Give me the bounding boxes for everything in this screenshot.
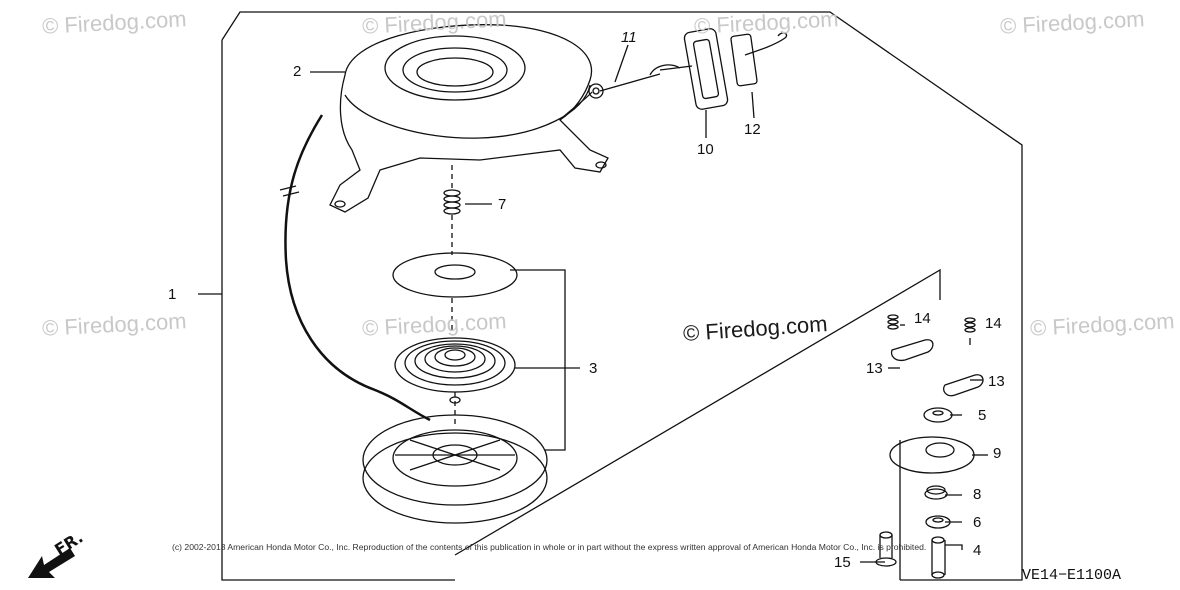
callout-14b: 14 [985,315,1002,332]
callout-13a: 13 [866,360,883,377]
assembly-frame [221,11,1023,581]
callout-2: 2 [293,63,302,80]
ratchet-parts [875,407,975,579]
starter-case-part [329,24,609,213]
copyright-notice: (c) 2002-2013 American Honda Motor Co., … [172,542,927,552]
diagram-code: VE14−E1100A [1022,567,1122,584]
callout-5: 5 [978,407,987,424]
callout-12: 12 [744,121,761,138]
pawl-parts [887,314,984,397]
callout-11: 11 [621,29,637,46]
callout-10: 10 [697,141,714,158]
front-direction-arrow-icon [28,548,75,578]
leader-lines [198,44,988,580]
starter-rope-part [279,73,661,422]
callout-3: 3 [589,360,598,377]
callout-1: 1 [168,286,177,303]
callout-8: 8 [973,486,982,503]
small-spring-part [443,165,461,255]
callout-13b: 13 [988,373,1005,390]
starter-reel-part [362,396,548,524]
reel-spring-set-part [392,252,518,425]
callout-6: 6 [973,514,982,531]
callout-9: 9 [993,445,1002,462]
grip-insert-part [730,32,788,87]
callout-15: 15 [834,554,851,571]
callout-14a: 14 [914,310,931,327]
callout-7: 7 [498,196,507,213]
callout-4: 4 [973,542,982,559]
starter-grip-part [649,28,729,110]
